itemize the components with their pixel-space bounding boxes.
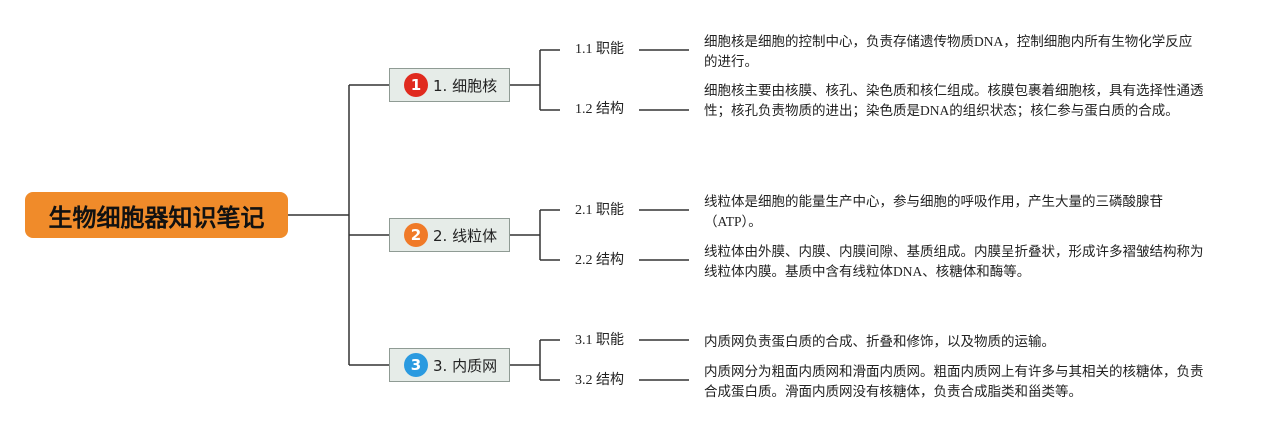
topic-nucleus[interactable]: 1 1. 细胞核 bbox=[389, 68, 510, 102]
subtopic-mitochondria-structure[interactable]: 2.2 结构 bbox=[575, 253, 624, 268]
leaf-nucleus-function-text: 细胞核是细胞的控制中心，负责存储遗传物质DNA，控制细胞内所有生物化学反应的进行… bbox=[704, 34, 1193, 69]
subtopic-nucleus-function[interactable]: 1.1 职能 bbox=[575, 42, 624, 57]
subtopic-nucleus-structure[interactable]: 1.2 结构 bbox=[575, 102, 624, 117]
topic-mitochondria[interactable]: 2 2. 线粒体 bbox=[389, 218, 510, 252]
number-badge-icon: 3 bbox=[404, 353, 428, 377]
topic-label: 2. 线粒体 bbox=[433, 226, 498, 245]
root-node[interactable]: 生物细胞器知识笔记 bbox=[25, 192, 288, 238]
subtopic-mitochondria-function[interactable]: 2.1 职能 bbox=[575, 203, 624, 218]
leaf-er-structure-text: 内质网分为粗面内质网和滑面内质网。粗面内质网上有许多与其相关的核糖体，负责合成蛋… bbox=[704, 364, 1204, 399]
subtopic-er-function[interactable]: 3.1 职能 bbox=[575, 333, 624, 348]
subtopic-er-structure[interactable]: 3.2 结构 bbox=[575, 373, 624, 388]
topic-endoplasmic-reticulum[interactable]: 3 3. 内质网 bbox=[389, 348, 510, 382]
leaf-nucleus-structure-text: 细胞核主要由核膜、核孔、染色质和核仁组成。核膜包裹着细胞核，具有选择性通透性；核… bbox=[704, 83, 1204, 118]
number-badge-icon: 1 bbox=[404, 73, 428, 97]
topic-label: 1. 细胞核 bbox=[433, 76, 498, 95]
leaf-mitochondria-function-text: 线粒体是细胞的能量生产中心，参与细胞的呼吸作用，产生大量的三磷酸腺苷（ATP）。 bbox=[704, 194, 1163, 229]
leaf-er-function-text: 内质网负责蛋白质的合成、折叠和修饰，以及物质的运输。 bbox=[704, 334, 1055, 349]
number-badge-icon: 2 bbox=[404, 223, 428, 247]
leaf-mitochondria-structure-text: 线粒体由外膜、内膜、内膜间隙、基质组成。内膜呈折叠状，形成许多褶皱结构称为线粒体… bbox=[704, 244, 1204, 279]
root-title: 生物细胞器知识笔记 bbox=[48, 203, 265, 232]
topic-label: 3. 内质网 bbox=[433, 356, 498, 375]
